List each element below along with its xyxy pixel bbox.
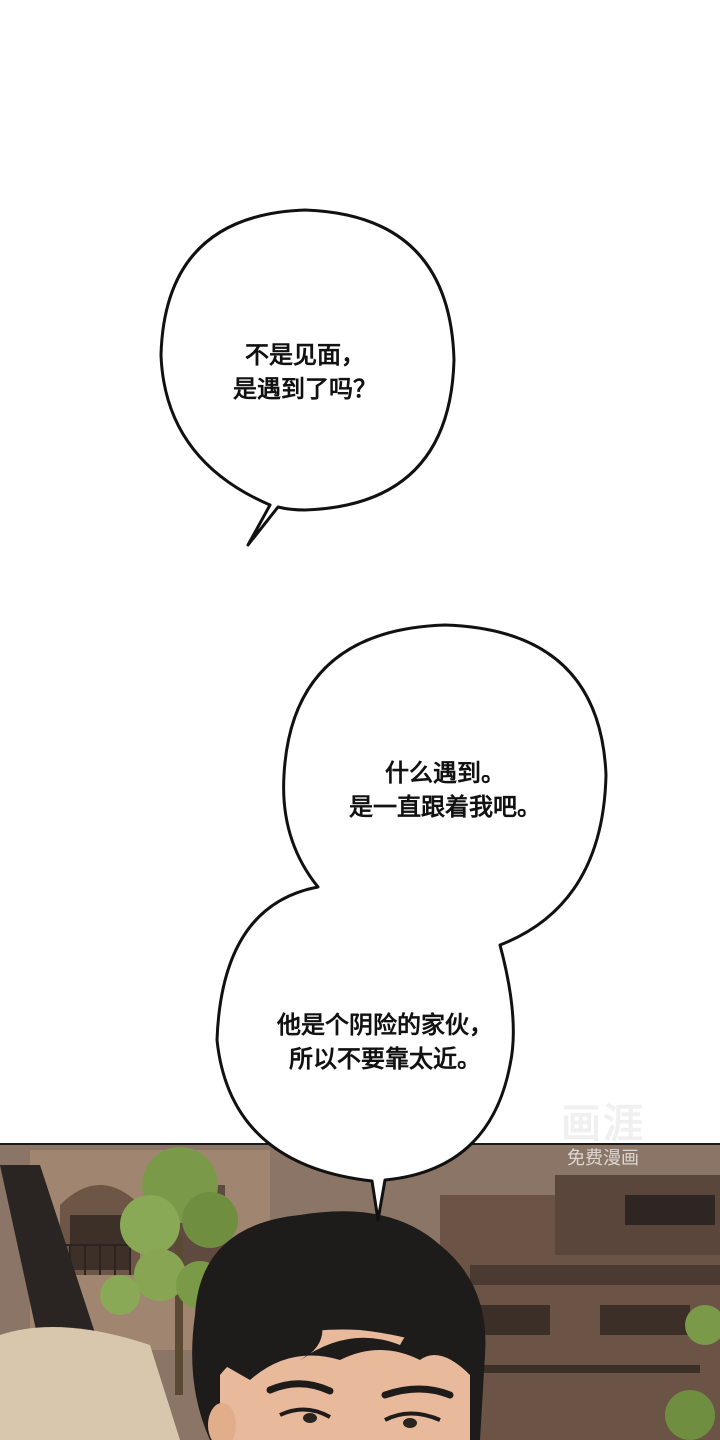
window-band [625, 1195, 715, 1225]
roofline [470, 1265, 720, 1285]
left-eye [279, 1407, 331, 1419]
right-eyebrow [381, 1385, 454, 1399]
watermark-subtitle: 免费漫画 [567, 1148, 639, 1169]
watermark: 画涯 免费漫画 [538, 1100, 668, 1170]
tree [100, 1147, 238, 1395]
right-pupil [403, 1418, 417, 1428]
bubble-3-line-1: 他是个阴险的家伙， [277, 1011, 493, 1039]
bubble-2-text: 什么遇到。 是一直跟着我吧。 [300, 756, 590, 824]
speech-bubble-1 [159, 208, 456, 547]
left-eyebrow [266, 1380, 334, 1395]
bubble-3-text: 他是个阴险的家伙， 所以不要靠太近。 [230, 1008, 540, 1076]
right-eye [384, 1411, 441, 1422]
bubble-1-line-2: 是遇到了吗？ [233, 375, 377, 403]
foreground-shoulder [0, 1327, 180, 1440]
bubble-1-text: 不是见面， 是遇到了吗？ [180, 338, 430, 406]
street-scene-illustration [0, 1145, 720, 1440]
hair-fringe [215, 1310, 470, 1380]
bubble-3-line-2: 所以不要靠太近。 [289, 1045, 481, 1073]
brick-pattern [480, 1305, 700, 1373]
left-pupil [303, 1413, 317, 1423]
bubble-2-line-2: 是一直跟着我吧。 [349, 793, 541, 821]
bubble-1-line-1: 不是见面， [245, 341, 365, 369]
bubble-2-line-1: 什么遇到。 [385, 759, 505, 787]
character-ear [208, 1403, 236, 1440]
illustration-panel [0, 1145, 720, 1440]
speech-bubble-2-3 [215, 623, 608, 1222]
watermark-logo: 画涯 [561, 1101, 645, 1147]
right-shrubs [665, 1305, 720, 1440]
